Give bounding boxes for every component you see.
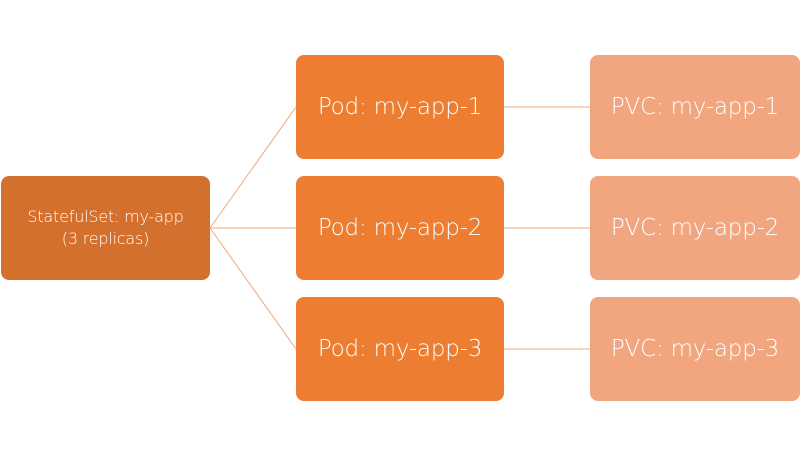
pod-label-3: Pod: my-app-3 [317, 336, 483, 362]
statefulset-label: StatefulSet: my-app (3 replicas) [27, 206, 183, 250]
statefulset-node: StatefulSet: my-app (3 replicas) [1, 176, 210, 280]
connector-statefulset-pod-1 [209, 106, 297, 229]
statefulset-name: StatefulSet: my-app [27, 207, 184, 226]
pod-node-1: Pod: my-app-1 [296, 55, 504, 159]
pod-label-1: Pod: my-app-1 [317, 94, 483, 120]
pvc-node-3: PVC: my-app-3 [590, 297, 800, 401]
pvc-label-1: PVC: my-app-1 [610, 94, 780, 120]
statefulset-replicas: (3 replicas) [61, 229, 150, 248]
pvc-label-2: PVC: my-app-2 [610, 215, 780, 241]
pod-node-2: Pod: my-app-2 [296, 176, 504, 280]
pvc-node-1: PVC: my-app-1 [590, 55, 800, 159]
pvc-label-3: PVC: my-app-3 [610, 336, 780, 362]
pod-label-2: Pod: my-app-2 [317, 215, 483, 241]
pod-node-3: Pod: my-app-3 [296, 297, 504, 401]
connector-statefulset-pod-3 [209, 227, 297, 350]
pvc-node-2: PVC: my-app-2 [590, 176, 800, 280]
